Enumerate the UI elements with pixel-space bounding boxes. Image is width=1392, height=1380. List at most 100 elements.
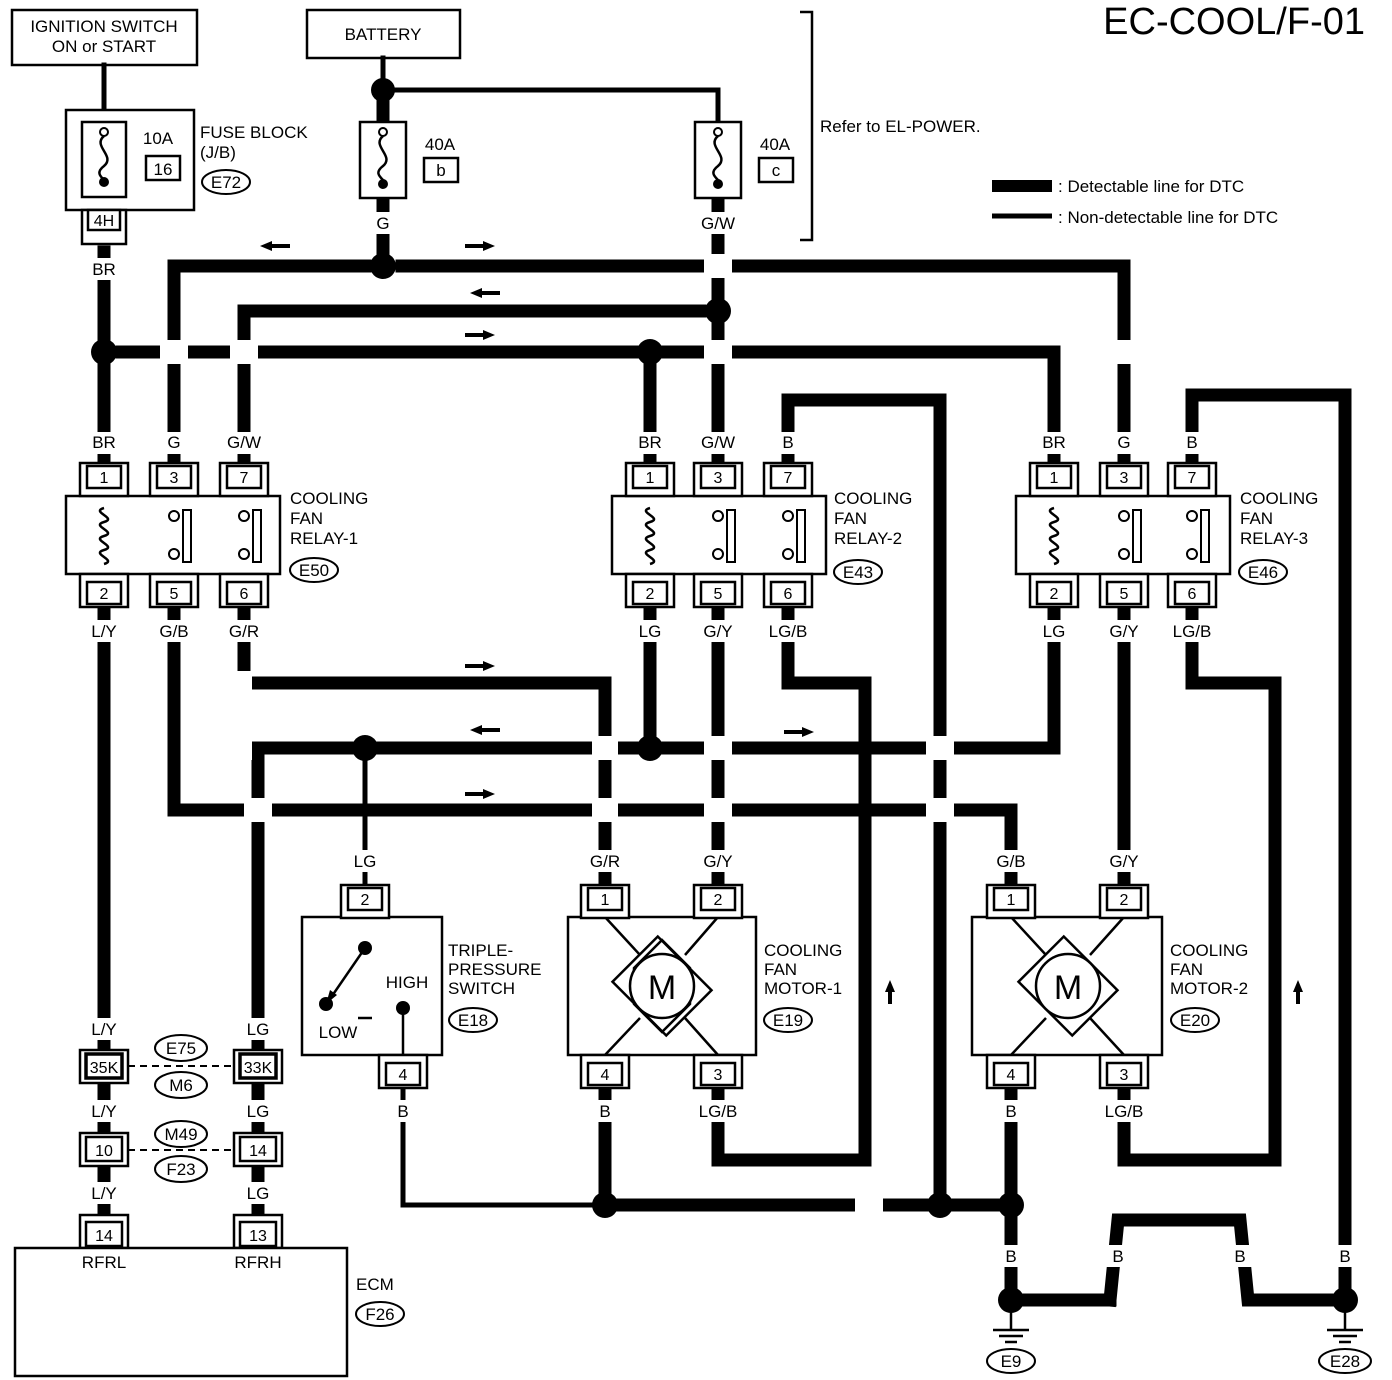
battery-box xyxy=(305,8,462,60)
svg-text:LG/B: LG/B xyxy=(699,1102,738,1121)
pin-number: 3 xyxy=(1120,1067,1129,1084)
switch-label-2: PRESSURE xyxy=(448,960,542,979)
fuse-block-label: FUSE BLOCK xyxy=(200,123,308,142)
relay3-connector: E46 xyxy=(1248,563,1278,582)
connector-pin: 5 xyxy=(692,572,744,609)
svg-text:LG/B: LG/B xyxy=(769,622,808,641)
pin-number: 1 xyxy=(1050,470,1059,487)
pin-number: 5 xyxy=(714,586,723,603)
ground-e28: E28 xyxy=(1318,1300,1372,1374)
pin-number: 6 xyxy=(1188,586,1197,603)
connector-pin: 5 xyxy=(148,572,200,609)
wire-labels-top: G G/W BR BR G G/W BR G/W B BR G B L/Y G/… xyxy=(86,212,1357,1267)
svg-text:E28: E28 xyxy=(1330,1352,1360,1371)
svg-text:13: 13 xyxy=(249,1228,267,1245)
svg-text:LG: LG xyxy=(247,1102,270,1121)
svg-text:L/Y: L/Y xyxy=(91,1102,117,1121)
pin-number: 2 xyxy=(361,892,370,909)
pin-number: 7 xyxy=(784,470,793,487)
ignition-label-2: ON or START xyxy=(52,37,156,56)
pin-number: 4 xyxy=(399,1067,408,1084)
svg-text:M49: M49 xyxy=(164,1125,197,1144)
svg-text:B: B xyxy=(782,433,793,452)
connector-pin: 7 xyxy=(762,461,814,498)
connector-pin: 1 xyxy=(1028,461,1080,498)
connector-pin: 1 xyxy=(624,461,676,498)
pin-number: 1 xyxy=(646,470,655,487)
pin-number: 3 xyxy=(714,470,723,487)
fuse-c-letter: c xyxy=(772,161,781,180)
pin-number: 3 xyxy=(1120,470,1129,487)
svg-text:LG: LG xyxy=(247,1020,270,1039)
pin-number: 1 xyxy=(100,470,109,487)
pin-number: 6 xyxy=(240,586,249,603)
motor2-symbol: M xyxy=(1054,969,1082,1007)
svg-text:10: 10 xyxy=(95,1143,113,1160)
pin-number: 2 xyxy=(100,586,109,603)
svg-text:14: 14 xyxy=(95,1228,113,1245)
connector-pin: 1 xyxy=(985,883,1037,920)
connector-pin: 5 xyxy=(1098,572,1150,609)
fuse-10a-amp: 10A xyxy=(143,129,174,148)
connector-pin: 2 xyxy=(339,883,391,920)
fuse-b-letter: b xyxy=(436,161,445,180)
svg-text:B: B xyxy=(1005,1102,1016,1121)
connector-pin: 3 xyxy=(148,461,200,498)
svg-text:B: B xyxy=(1339,1247,1350,1266)
triple-pressure-switch xyxy=(300,915,444,1057)
connector-pin: 7 xyxy=(218,461,270,498)
fuse-block-connector: E72 xyxy=(211,173,241,192)
relay3-label-3: RELAY-3 xyxy=(1240,529,1308,548)
svg-text:B: B xyxy=(1112,1247,1123,1266)
connector-pin: 6 xyxy=(218,572,270,609)
cooling-fan-relay-3 xyxy=(1014,494,1232,576)
relay2-label-1: COOLING xyxy=(834,489,912,508)
svg-text:LG: LG xyxy=(354,852,377,871)
ecm xyxy=(13,1246,349,1378)
connector-pin: 7 xyxy=(1166,461,1218,498)
svg-text:LG: LG xyxy=(639,622,662,641)
relay2-connector: E43 xyxy=(843,563,873,582)
ignition-label-1: IGNITION SWITCH xyxy=(30,17,177,36)
svg-text:G/Y: G/Y xyxy=(703,622,732,641)
svg-text:L/Y: L/Y xyxy=(91,622,117,641)
pin-number: 1 xyxy=(601,892,610,909)
pin-number: 6 xyxy=(784,586,793,603)
connector-pin: 2 xyxy=(1098,883,1150,920)
connector-pin: 3 xyxy=(1098,461,1150,498)
svg-text:G/Y: G/Y xyxy=(703,852,732,871)
svg-text:G/B: G/B xyxy=(996,852,1025,871)
refer-el-power: Refer to EL-POWER. xyxy=(820,117,981,136)
page-title: EC-COOL/F-01 xyxy=(1103,1,1365,43)
connector-pin: 2 xyxy=(692,883,744,920)
relay1-connector: E50 xyxy=(299,561,329,580)
fuse-b-amp: 40A xyxy=(425,135,456,154)
pin-number: 5 xyxy=(1120,586,1129,603)
pin-number: 7 xyxy=(1188,470,1197,487)
relay3-label-1: COOLING xyxy=(1240,489,1318,508)
svg-text:L/Y: L/Y xyxy=(91,1020,117,1039)
connector-pin: 2 xyxy=(1028,572,1080,609)
relay1-label-3: RELAY-1 xyxy=(290,529,358,548)
svg-text:LG/B: LG/B xyxy=(1105,1102,1144,1121)
svg-text:G/W: G/W xyxy=(701,214,735,233)
legend-detectable: : Detectable line for DTC xyxy=(1058,177,1244,196)
svg-text:G/R: G/R xyxy=(229,622,259,641)
cooling-fan-motor-2: M xyxy=(970,915,1164,1057)
cooling-fan-motor-1: M xyxy=(566,915,758,1057)
switch-low-label: LOW xyxy=(319,1023,358,1042)
fuse-10a-number: 16 xyxy=(154,160,173,179)
connector-pin: 1 xyxy=(579,883,631,920)
pin-number: 3 xyxy=(714,1067,723,1084)
svg-text:B: B xyxy=(1186,433,1197,452)
svg-text:G/R: G/R xyxy=(590,852,620,871)
svg-text:G/W: G/W xyxy=(701,433,735,452)
pin-number: 2 xyxy=(714,892,723,909)
joint-connectors: 35K 33K E75 M6 10 14 M49 F23 14 13 xyxy=(78,1034,284,1250)
svg-text:E9: E9 xyxy=(1001,1352,1022,1371)
svg-text:B: B xyxy=(1005,1247,1016,1266)
svg-text:LG: LG xyxy=(247,1184,270,1203)
